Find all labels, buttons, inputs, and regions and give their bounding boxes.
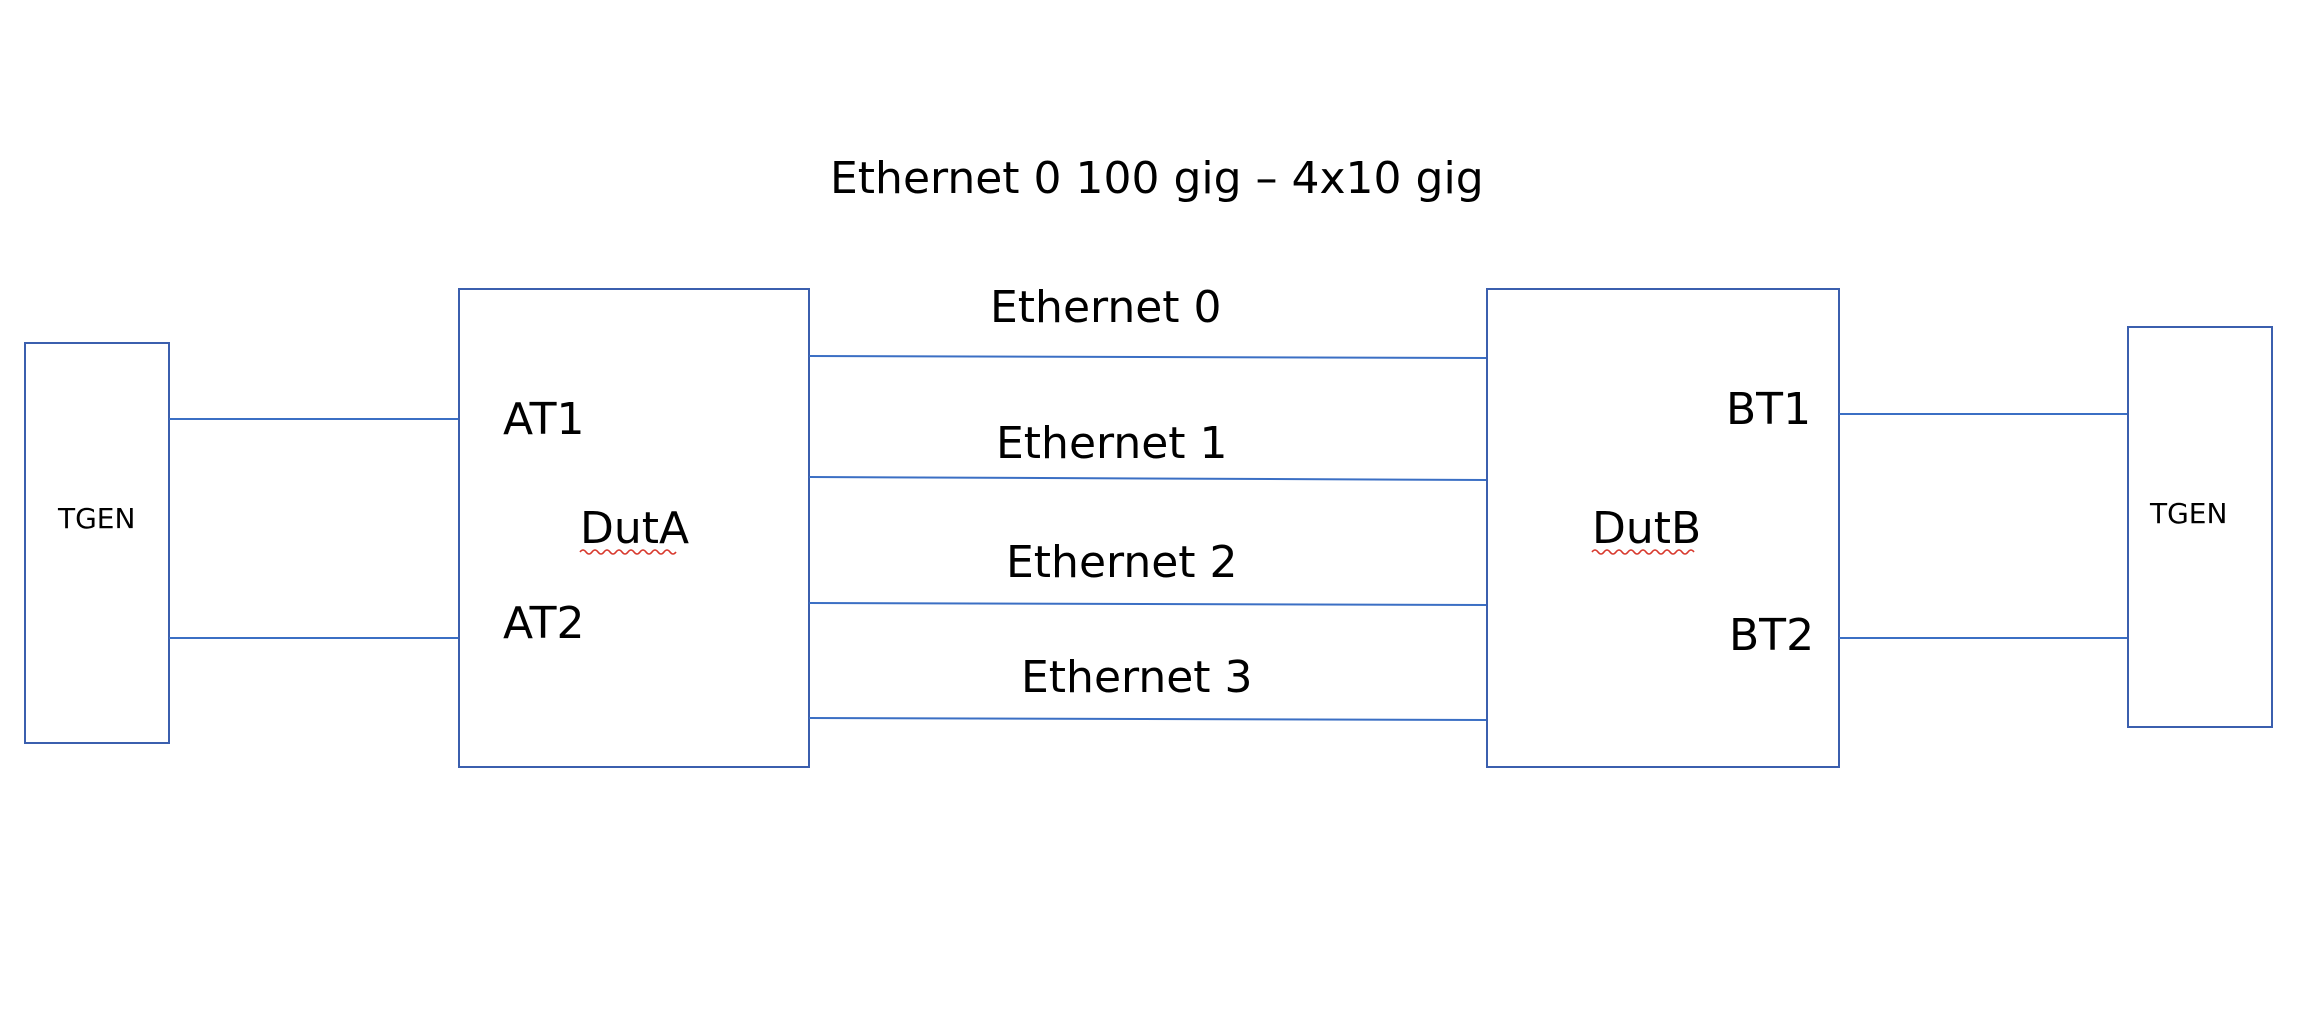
dut-b-spellcheck-underline [1591,549,1695,555]
left-tgen-label: TGEN [57,502,135,535]
link-label-ethernet-1: Ethernet 1 [996,418,1228,469]
dut-b-node: BT1 DutB BT2 [1486,288,1840,768]
dut-a-port-at2: AT2 [503,598,585,649]
link-ethernet-3 [808,717,1488,721]
ethernet-links: Ethernet 0 Ethernet 1 Ethernet 2 Etherne… [808,282,1488,721]
dut-a-box [458,288,810,768]
left-tgen-box [24,342,170,744]
link-ethernet-0 [808,355,1488,359]
dut-b-label: DutB [1592,503,1701,554]
link-label-ethernet-0: Ethernet 0 [990,282,1222,333]
link-ethernet-2 [808,602,1488,606]
dut-a-spellcheck-underline [579,549,677,555]
dut-b-box [1486,288,1840,768]
dut-a-label: DutA [580,503,689,554]
right-tgen-box [2127,326,2273,728]
left-tgen-node: TGEN [24,342,170,744]
dut-b-port-bt1: BT1 [1726,384,1811,435]
dut-b-port-bt2: BT2 [1729,610,1814,661]
link-label-ethernet-2: Ethernet 2 [1006,537,1238,588]
dut-a-port-at1: AT1 [503,394,585,445]
right-tgen-node: TGEN [2127,326,2273,728]
diagram-title: Ethernet 0 100 gig – 4x10 gig [830,153,1484,204]
link-ethernet-1 [808,476,1488,481]
right-tgen-label: TGEN [2149,497,2227,530]
dut-a-node: AT1 DutA AT2 [458,288,810,768]
link-label-ethernet-3: Ethernet 3 [1021,652,1253,703]
